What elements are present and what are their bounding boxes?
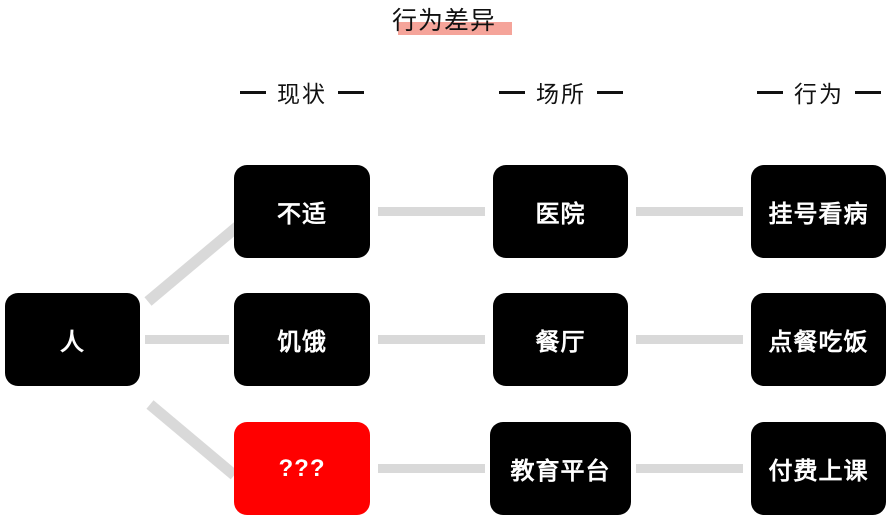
title-text: 行为差异: [391, 7, 496, 35]
connector-state-to-place-row2: [378, 335, 485, 344]
node-root-person[interactable]: 人: [5, 293, 140, 386]
node-behavior-row3[interactable]: 付费上课: [751, 422, 886, 515]
node-behavior-row3-label: 付费上课: [768, 458, 869, 485]
connector-state-to-place-row1: [378, 207, 485, 216]
node-state-row2-label: 饥饿: [277, 329, 327, 356]
connector-root-to-state-row2: [145, 335, 229, 344]
dash-right-icon: [338, 90, 364, 94]
column-header-place: 场所: [493, 76, 629, 108]
node-place-row2-label: 餐厅: [535, 329, 586, 356]
node-behavior-row2[interactable]: 点餐吃饭: [751, 293, 886, 386]
connector-place-to-behavior-row2: [636, 335, 743, 344]
connector-root-to-state-row3: [146, 400, 238, 480]
node-place-row1-label: 医院: [535, 201, 586, 228]
node-root-person-label: 人: [60, 329, 85, 356]
dash-left-icon: [757, 90, 783, 94]
node-place-row2[interactable]: 餐厅: [493, 293, 628, 386]
node-state-row3-unknown[interactable]: ???: [234, 422, 370, 515]
dash-left-icon: [240, 90, 266, 94]
node-state-row3-label: ???: [278, 454, 326, 482]
connector-state-to-place-row3: [378, 464, 485, 473]
connector-place-to-behavior-row3: [636, 464, 743, 473]
connector-root-to-state-row1: [144, 216, 248, 306]
dash-right-icon: [855, 90, 881, 94]
node-state-row1[interactable]: 不适: [234, 165, 370, 258]
column-header-place-label: 场所: [536, 81, 586, 107]
title-highlight: [397, 22, 512, 35]
column-header-behavior: 行为: [751, 76, 887, 108]
node-place-row1[interactable]: 医院: [493, 165, 628, 258]
dash-left-icon: [499, 90, 525, 94]
node-behavior-row2-label: 点餐吃饭: [768, 329, 869, 356]
node-state-row2[interactable]: 饥饿: [234, 293, 370, 386]
dash-right-icon: [597, 90, 623, 94]
node-place-row3-label: 教育平台: [510, 458, 611, 485]
node-place-row3[interactable]: 教育平台: [490, 422, 631, 515]
column-header-state-label: 现状: [277, 81, 327, 107]
column-header-behavior-label: 行为: [794, 81, 844, 107]
page-title: 行为差异: [0, 6, 894, 46]
node-state-row1-label: 不适: [277, 201, 327, 228]
connector-place-to-behavior-row1: [636, 207, 743, 216]
node-behavior-row1[interactable]: 挂号看病: [751, 165, 886, 258]
column-header-state: 现状: [234, 76, 370, 108]
node-behavior-row1-label: 挂号看病: [768, 201, 869, 228]
